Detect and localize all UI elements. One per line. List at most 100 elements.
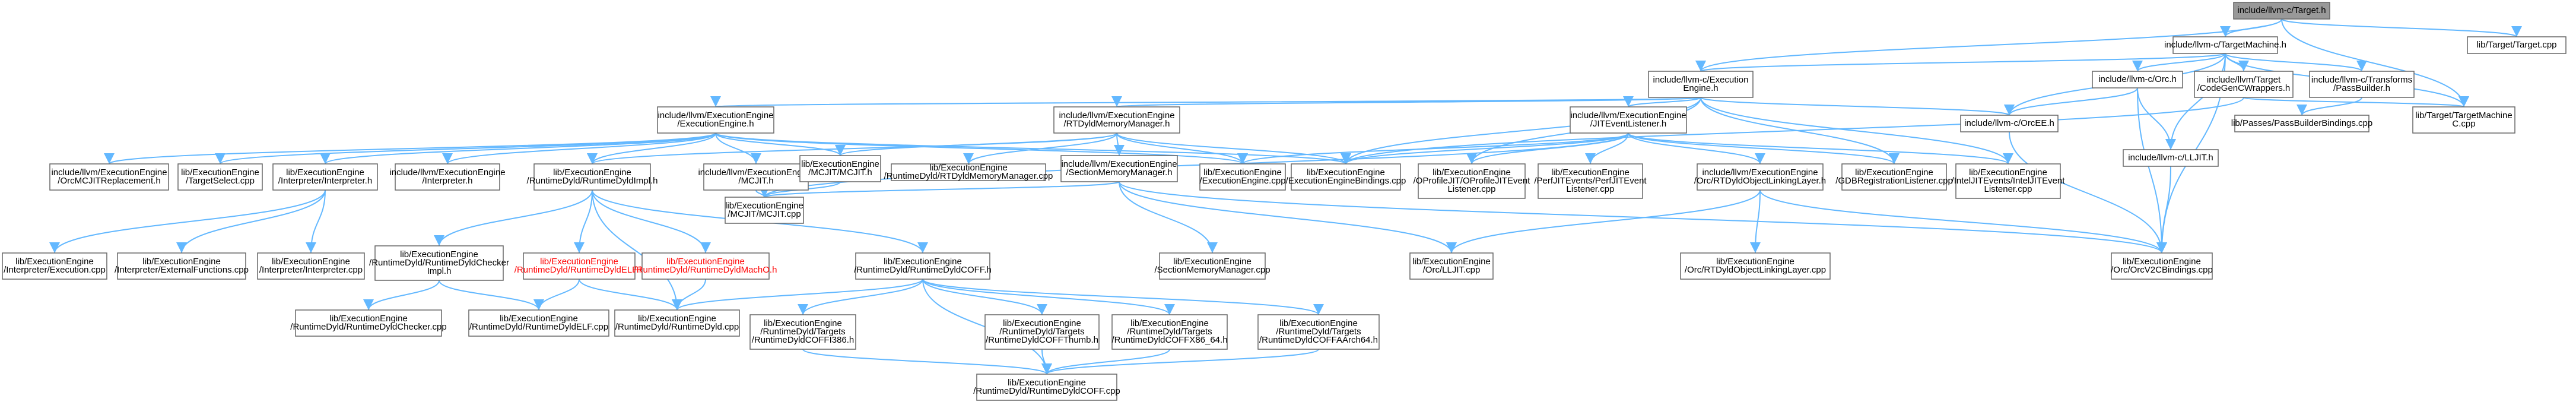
node-label: include/llvm/ExecutionEngine [1702,167,1818,178]
node-intel[interactable]: lib/ExecutionEngine/IntelJITEvents/Intel… [1952,163,2066,199]
node-box [1960,115,2059,132]
node-elf_cpp[interactable]: lib/ExecutionEngine/RuntimeDyld/RuntimeD… [468,309,609,337]
node-i_int[interactable]: lib/ExecutionEngine/Interpreter/Interpre… [257,252,365,280]
node-label: /MCJIT/MCJIT.cpp [728,209,801,219]
node-label: /Orc/RTDyldObjectLinkingLayer.cpp [1685,265,1826,275]
node-label: lib/ExecutionEngine [400,249,478,260]
node-rtdm[interactable]: include/llvm/ExecutionEngine/RTDyldMemor… [1053,106,1180,134]
edge-macho_h-to-rd_cpp [672,279,706,311]
edge-jitel-to-intel [1628,132,2013,165]
node-box [2111,252,2213,280]
node-label: /RuntimeDyld/RuntimeDyldMachO.h [634,265,777,275]
node-box [468,309,609,337]
node-label: /Interpreter/Interpreter.cpp [259,265,363,275]
node-x86_64[interactable]: lib/ExecutionEngine/RuntimeDyld/Targets/… [1111,314,1228,350]
node-i_exec[interactable]: lib/ExecutionEngine/Interpreter/Executio… [2,252,107,280]
node-interp_x[interactable]: include/llvm/ExecutionEngine/Interpreter… [389,163,506,191]
edge-rdi_h-to-rd_cpp [592,189,682,311]
node-box [1697,163,1824,191]
node-box [523,252,636,280]
node-thumb[interactable]: lib/ExecutionEngine/RuntimeDyld/Targets/… [984,314,1100,350]
node-coff_cpp[interactable]: lib/ExecutionEngine/RuntimeDyld/RuntimeD… [973,374,1120,401]
node-tm[interactable]: include/llvm-c/TargetMachine.h [2164,36,2286,54]
edge-coff_h-to-i386 [798,279,923,315]
edge-tm-to-orc_h [2132,53,2226,72]
node-ee_h[interactable]: include/llvm-c/ExecutionEngine.h [1648,71,1754,98]
node-label: Listener.cpp [1448,184,1496,194]
node-elf_h[interactable]: lib/ExecutionEngine/RuntimeDyld/RuntimeD… [514,252,644,280]
edge-chk_h-to-elf_cpp [439,280,544,311]
node-tcgw[interactable]: include/llvm/Target/CodeGenCWrappers.h [2194,71,2294,98]
node-target_cpp[interactable]: lib/Target/Target.cpp [2467,36,2567,54]
node-smm_cpp[interactable]: lib/ExecutionEngine/SectionMemoryManager… [1154,252,1270,280]
edge-root-to-tgm_cpp [2281,18,2469,107]
node-label: /RuntimeDyld/RuntimeDyldCOFF.h [854,265,992,275]
node-i_ext[interactable]: lib/ExecutionEngine/Interpreter/External… [115,252,249,280]
edge-smm_h-to-mcjit_cpp [759,181,1120,198]
node-chk_h[interactable]: lib/ExecutionEngine/RuntimeDyld/RuntimeD… [369,245,509,281]
node-ee_cpp[interactable]: lib/ExecutionEngine/ExecutionEngine.cpp [1199,163,1286,191]
node-mcjit_h[interactable]: lib/ExecutionEngine/MCJIT/MCJIT.h [799,155,881,182]
node-label: lib/ExecutionEngine [1412,257,1491,267]
node-i386[interactable]: lib/ExecutionEngine/RuntimeDyld/Targets/… [749,314,856,350]
node-smm_h[interactable]: include/llvm/ExecutionEngine/SectionMemo… [1060,155,1178,182]
edge-interp_h-to-i_int [306,189,326,254]
node-label: /RTDyldMemoryManager.h [1064,119,1170,129]
node-box [2309,71,2415,98]
node-box [1159,252,1266,280]
node-orcee[interactable]: include/llvm-c/OrcEE.h [1960,115,2059,132]
edge-ee_eng-to-eeb_cpp [715,132,1351,165]
edge-ee_eng-to-omcjit [104,132,716,165]
node-box [749,314,856,350]
node-omcjit[interactable]: include/llvm/ExecutionEngine/OrcMCJITRep… [49,163,169,191]
node-label: /Orc/LLJIT.cpp [1423,265,1481,275]
node-label: lib/ExecutionEngine [1432,167,1511,178]
node-mcjit_inc[interactable]: include/llvm/ExecutionEngine/MCJIT.h [698,163,814,191]
node-a64[interactable]: lib/ExecutionEngine/RuntimeDyld/Targets/… [1257,314,1380,350]
node-tsel[interactable]: lib/ExecutionEngine/TargetSelect.cpp [177,163,263,191]
edge-jitel-to-perf [1585,132,1629,165]
edge-x86_64-to-coff_cpp [1041,349,1170,375]
node-lljit_cpp[interactable]: lib/ExecutionEngine/Orc/LLJIT.cpp [1409,252,1494,280]
node-rtdmm_cpp[interactable]: lib/ExecutionEngine/RuntimeDyld/RTDyldMe… [884,163,1053,181]
node-oprof[interactable]: lib/ExecutionEngine/OProfileJIT/OProfile… [1414,163,1531,199]
node-label: lib/ExecutionEngine [1203,167,1282,178]
node-chk_cpp[interactable]: lib/ExecutionEngine/RuntimeDyld/RuntimeD… [290,309,447,337]
node-box [533,163,651,191]
node-rd_cpp[interactable]: lib/ExecutionEngine/RuntimeDyld/RuntimeD… [614,309,740,337]
node-label: /Orc/OrcV2CBindings.cpp [2111,265,2213,275]
node-label: Impl.h [427,266,452,276]
node-perf[interactable]: lib/ExecutionEngine/PerfJITEvents/PerfJI… [1534,163,1647,199]
node-box [1418,163,1526,199]
node-label: Listener.cpp [1984,184,2032,194]
node-ee_eng[interactable]: include/llvm/ExecutionEngine/ExecutionEn… [657,106,774,134]
node-pb_h[interactable]: include/llvm-c/Transforms/PassBuilder.h [2309,71,2415,98]
node-label: /RuntimeDyld/RuntimeDyldChecker.cpp [290,322,446,332]
node-mcjit_cpp[interactable]: lib/ExecutionEngine/MCJIT/MCJIT.cpp [725,197,804,224]
node-rtol_cpp[interactable]: lib/ExecutionEngine/Orc/RTDyldObjectLink… [1680,252,1831,280]
node-orcv2[interactable]: lib/ExecutionEngine/Orc/OrcV2CBindings.c… [2111,252,2213,280]
node-lljit_c[interactable]: include/llvm-c/LLJIT.h [2123,149,2219,167]
node-label: /IntelJITEvents/IntelJITEvent [1952,176,2066,186]
node-coff_h[interactable]: lib/ExecutionEngine/RuntimeDyld/RuntimeD… [854,252,992,280]
edge-rdi_h-to-macho_h [592,189,711,254]
edge-rtdm-to-ee_cpp [1116,132,1248,165]
node-label: lib/ExecutionEngine [540,257,618,267]
node-label: lib/ExecutionEngine [1855,167,1933,178]
node-jitel[interactable]: include/llvm/ExecutionEngine/JITEventLis… [1570,106,1687,134]
node-label: lib/ExecutionEngine [181,167,259,178]
node-label: lib/ExecutionEngine [500,314,578,324]
node-rtol_h[interactable]: include/llvm/ExecutionEngine/Orc/RTDyldO… [1694,163,1826,191]
node-gdb[interactable]: lib/ExecutionEngine/GDBRegistrationListe… [1835,163,1953,191]
node-rdi_h[interactable]: lib/ExecutionEngine/RuntimeDyld/RuntimeD… [527,163,658,191]
node-label: /RuntimeDyld/RuntimeDyldImpl.h [527,176,658,186]
node-interp_h[interactable]: lib/ExecutionEngine/Interpreter/Interpre… [272,163,378,191]
node-eeb_cpp[interactable]: lib/ExecutionEngine/ExecutionEngineBindi… [1286,163,1406,191]
edge-jitel-to-mcjit_cpp [759,132,1629,198]
node-orc_h[interactable]: include/llvm-c/Orc.h [2092,71,2183,88]
node-macho_h[interactable]: lib/ExecutionEngine/RuntimeDyld/RuntimeD… [634,252,777,280]
node-layer: include/llvm-c/Target.hinclude/llvm-c/Ta… [2,2,2567,401]
node-box [1680,252,1831,280]
node-pbb_cpp[interactable]: lib/Passes/PassBuilderBindings.cpp [2231,115,2372,132]
